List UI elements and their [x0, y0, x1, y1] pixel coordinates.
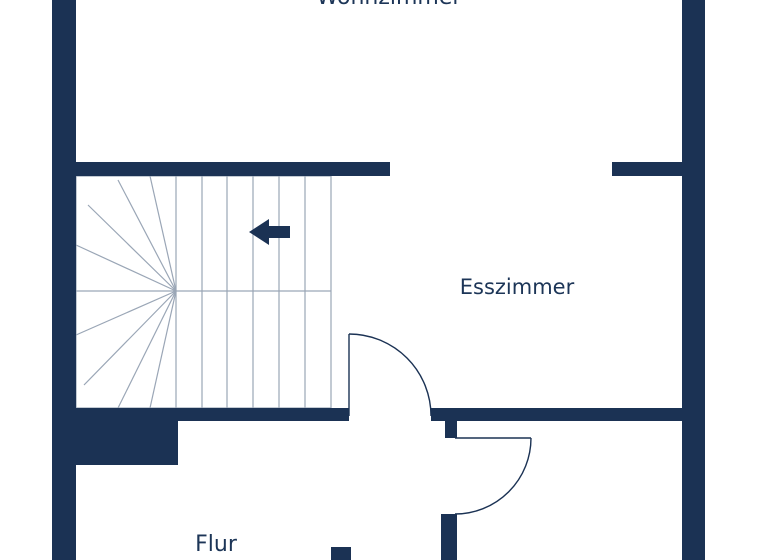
room-label-esszimmer: Esszimmer — [460, 275, 575, 299]
wall-left — [52, 0, 76, 560]
stair-winder-treads — [75, 175, 177, 409]
wall-wohnzimmer-right — [612, 162, 682, 176]
wall-wohnzimmer-left — [76, 162, 390, 176]
wall-partition-top — [445, 421, 457, 438]
wall-right — [682, 0, 705, 560]
room-label-flur: Flur — [195, 532, 238, 557]
wall-stairs-bottom — [76, 408, 349, 421]
stair-treads-lower — [175, 291, 306, 408]
room-label-wohnzimmer: Wohnzimmer — [317, 0, 463, 10]
stair-outline — [75, 175, 332, 409]
door-swing-esszimmer — [348, 333, 432, 417]
wall-stub-bottom — [331, 547, 351, 560]
walls — [52, 0, 705, 560]
wall-flur-block — [76, 421, 178, 465]
wall-partition-bottom — [441, 514, 457, 560]
door-swings — [348, 333, 532, 515]
staircase — [75, 175, 332, 409]
arrow-left-icon — [249, 219, 290, 245]
wall-esszimmer-bottom — [431, 408, 682, 421]
door-swing-side-room — [454, 437, 532, 515]
